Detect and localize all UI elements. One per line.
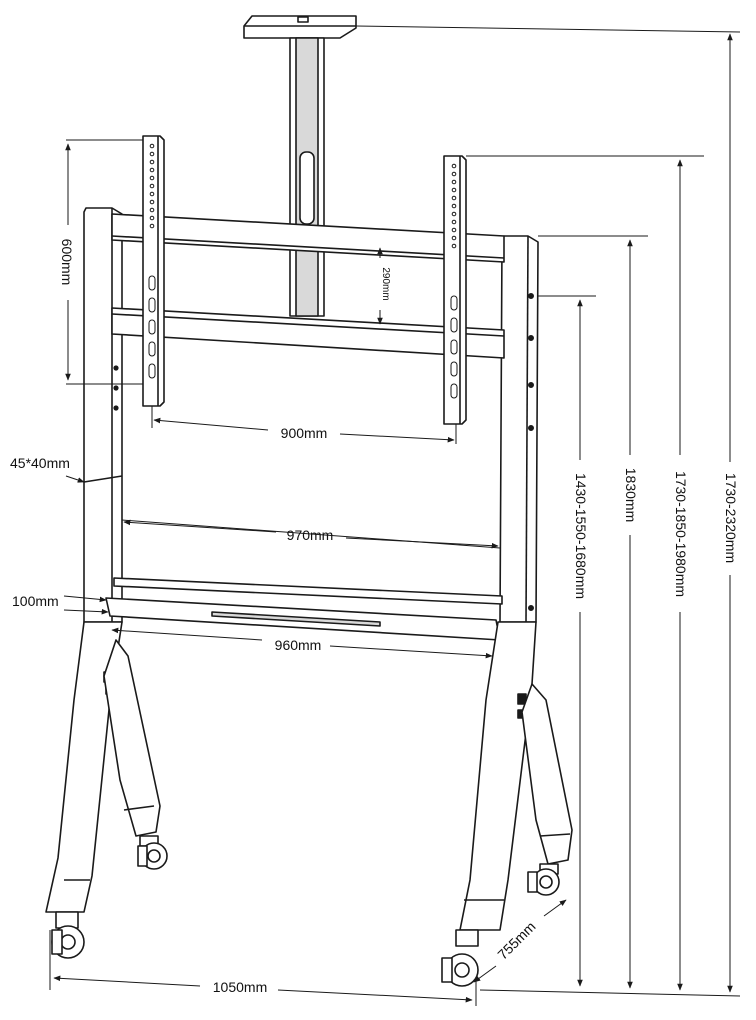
caster-rear-left — [137, 835, 168, 870]
left-vesa-bracket — [142, 135, 165, 407]
camera-pole — [289, 37, 325, 317]
vesa-holes — [148, 143, 458, 399]
caster-front-right — [441, 929, 479, 987]
left-upright — [83, 207, 123, 623]
right-leg — [459, 621, 573, 931]
label-vesa-width: 900mm — [281, 425, 328, 441]
label-shelf-width: 960mm — [275, 637, 322, 653]
label-vesa-height: 600mm — [59, 239, 75, 286]
label-height-vesa-top: 1730-1850-1980mm — [673, 471, 689, 597]
middle-crossbar — [111, 307, 505, 359]
label-height-mount: 1430-1550-1680mm — [573, 473, 589, 599]
camera-shelf — [243, 15, 357, 39]
right-vesa-bracket — [443, 155, 467, 425]
lower-crossbar — [113, 577, 503, 605]
label-base-width: 1050mm — [213, 979, 267, 995]
label-height-frame: 1830mm — [623, 468, 639, 522]
right-upright — [499, 235, 539, 623]
caster-front-left — [51, 911, 85, 959]
left-leg — [45, 621, 161, 913]
label-camera-gap: 290mm — [380, 267, 391, 300]
caster-rear-right — [527, 863, 560, 896]
label-shelf-depth: 100mm — [12, 593, 59, 609]
top-crossbar — [111, 213, 505, 263]
label-height-total: 1730-2320mm — [723, 473, 739, 563]
label-frame-width: 970mm — [287, 527, 334, 543]
label-tube-size: 45*40mm — [10, 455, 70, 471]
